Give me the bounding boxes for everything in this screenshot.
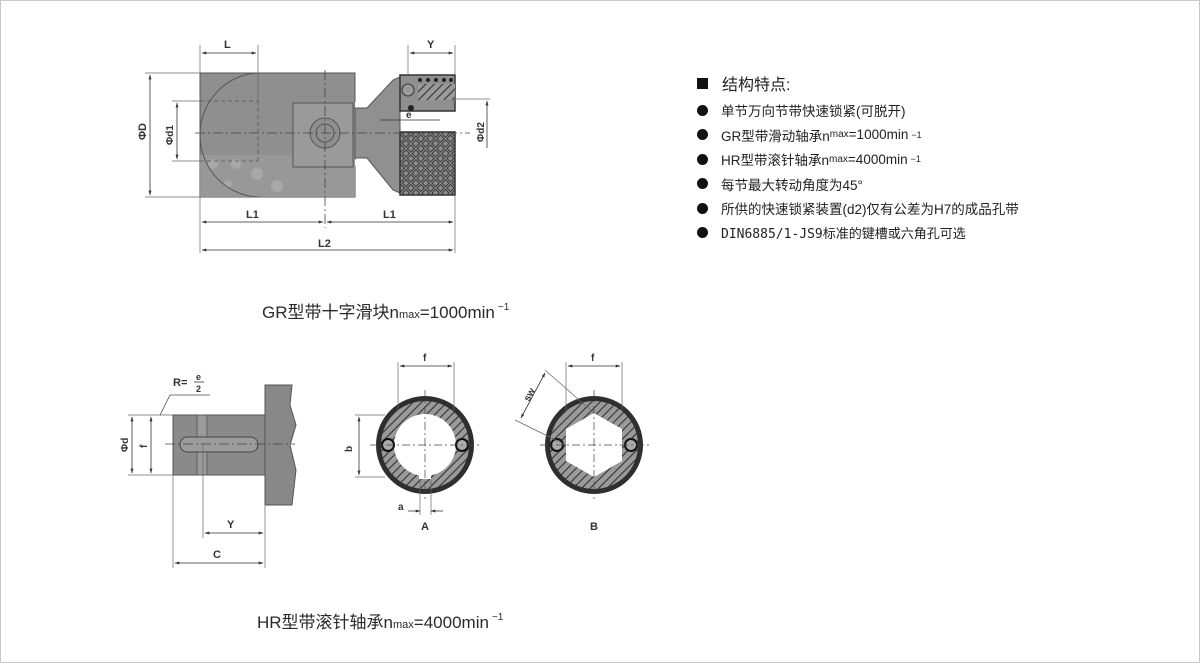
- dim-label-L1-right: L1: [383, 209, 396, 221]
- dim-label-e: e: [406, 110, 412, 121]
- dim-label-f: f: [139, 444, 150, 448]
- hr-caption: HR型带滚针轴承nmax=4000min−1: [257, 612, 504, 632]
- section-b-hex: f sw B: [514, 353, 650, 533]
- dim-label-L2: L2: [318, 238, 331, 250]
- gr-coupling-drawing: L Y ΦD Φd1 Φd2 e L1 L1 L2: [137, 39, 490, 253]
- section-b-label: B: [590, 521, 598, 533]
- hr-shaft-drawing: R= e 2 Φd f Y C: [120, 372, 297, 568]
- section-b-sw: sw: [522, 386, 538, 403]
- section-a-label: A: [421, 521, 429, 533]
- dim-label-R-den: 2: [196, 384, 201, 394]
- bullet-icon: [697, 129, 708, 141]
- section-a-a: a: [398, 502, 404, 513]
- dim-label-C: C: [213, 549, 221, 561]
- section-a-f: f: [423, 353, 427, 364]
- bullet-icon: [697, 104, 708, 116]
- feature-item: 每节最大转动角度为45°: [695, 172, 1115, 197]
- dim-label-L: L: [224, 39, 231, 51]
- square-bullet-icon: [697, 77, 708, 89]
- bullet-icon: [697, 227, 708, 239]
- gr-caption: GR型带十字滑块nmax=1000min−1: [262, 302, 510, 322]
- dim-label-L1-left: L1: [246, 209, 259, 221]
- dim-label-Y: Y: [427, 39, 435, 51]
- section-b-f: f: [591, 353, 595, 364]
- feature-item: 所供的快速锁紧装置(d2)仅有公差为H7的成品孔带: [695, 196, 1115, 221]
- features-title: 结构特点:: [695, 72, 1115, 94]
- dim-label-D: ΦD: [137, 123, 149, 140]
- bullet-icon: [697, 202, 708, 214]
- bullet-icon: [697, 153, 708, 165]
- dim-label-d2: Φd2: [476, 122, 487, 142]
- dim-label-Y-hr: Y: [227, 519, 235, 531]
- dim-label-d: Φd: [120, 438, 131, 452]
- feature-item: DIN6885/1-JS9标准的键槽或六角孔可选: [695, 221, 1115, 246]
- section-a-b: b: [344, 446, 355, 452]
- section-a-keyway: f b a A: [344, 353, 480, 533]
- bullet-icon: [697, 178, 708, 190]
- dim-label-R: R=: [173, 377, 187, 389]
- dim-label-R-num: e: [196, 372, 201, 382]
- feature-item: 单节万向节带快速锁紧(可脱开): [695, 98, 1115, 123]
- dim-label-d1: Φd1: [165, 125, 176, 145]
